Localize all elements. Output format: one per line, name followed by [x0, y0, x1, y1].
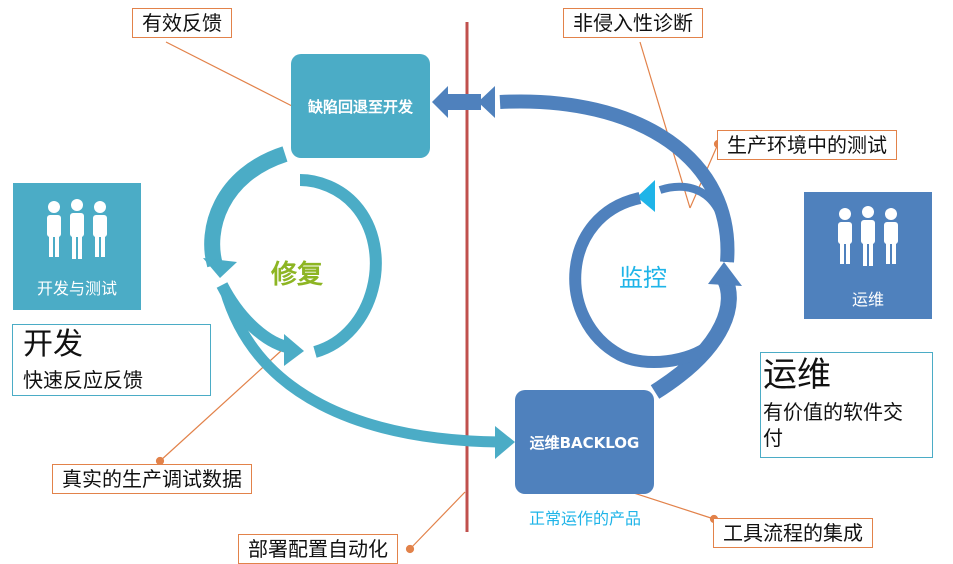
ops-info-text-line2: 付 [763, 426, 783, 450]
flow-arrowhead-to-dev [478, 86, 495, 118]
monitor-cycle-arrowhead-1 [708, 262, 742, 286]
fix-cycle-arrowhead-2 [284, 334, 304, 366]
ops-info-box: 运维 有价值的软件交 付 [760, 352, 933, 458]
regression-box: 缺陷回退至开发 [291, 54, 430, 158]
fix-cycle [203, 146, 515, 459]
callout-tool-integration: 工具流程的集成 [713, 518, 873, 548]
backlog-caption: 正常运作的产品 [528, 509, 641, 528]
monitor-label: 监控 [619, 264, 667, 292]
monitor-cycle-arrowhead-2 [637, 180, 655, 212]
flow-arrowhead-to-backlog [495, 426, 515, 459]
fix-label: 修复 [271, 260, 324, 290]
dev-test-team-tile: 开发与测试 [13, 183, 141, 310]
ops-team-label: 运维 [851, 290, 884, 309]
ops-info-title: 运维 [763, 355, 831, 395]
callout-effective-feedback: 有效反馈 [132, 8, 232, 38]
people-icon [838, 206, 898, 266]
ops-team-tile: 运维 [804, 192, 932, 319]
dev-info-text: 快速反应反馈 [23, 368, 143, 392]
fix-cycle-arrowhead-1 [203, 258, 237, 278]
ops-info-text-line1: 有价值的软件交 [763, 400, 903, 424]
backlog-box: 运维BACKLOG [515, 390, 654, 494]
callout-deploy-automation: 部署配置自动化 [238, 534, 398, 564]
callout-real-debug-data: 真实的生产调试数据 [52, 464, 252, 494]
callout-noninvasive-diagnosis: 非侵入性诊断 [563, 8, 703, 38]
callout-production-testing: 生产环境中的测试 [717, 130, 897, 160]
regression-arrowhead [432, 86, 448, 118]
monitor-cycle [432, 86, 742, 399]
people-icon [47, 199, 107, 259]
dev-test-team-label: 开发与测试 [36, 279, 117, 298]
dev-info-title: 开发 [23, 327, 83, 362]
dev-info-box: 开发 快速反应反馈 [12, 324, 211, 396]
